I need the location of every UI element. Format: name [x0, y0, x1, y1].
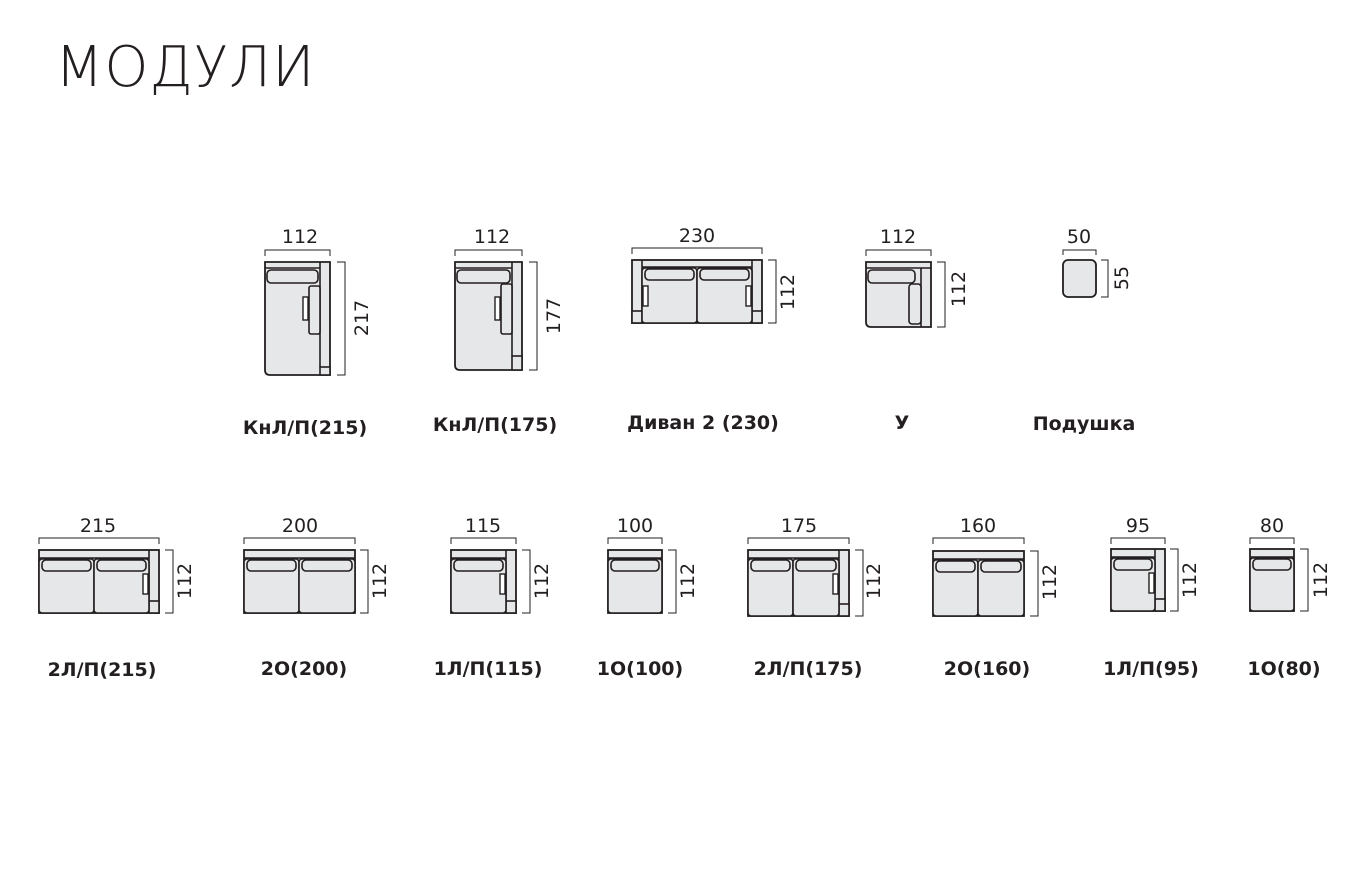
width-dimension: 112 [264, 226, 331, 256]
width-dimension: 230 [631, 225, 763, 254]
width-value: 80 [1260, 515, 1284, 537]
width-value: 112 [880, 226, 916, 248]
module-shape [454, 261, 523, 371]
depth-value: 112 [948, 271, 970, 307]
width-value: 175 [781, 515, 817, 537]
module-label: 1О(80) [1247, 658, 1320, 680]
module-shape [264, 261, 331, 376]
width-dimension: 112 [454, 226, 523, 256]
width-dimension: 115 [450, 515, 517, 544]
module-shape [243, 549, 356, 614]
depth-dimension: 112 [1300, 548, 1332, 612]
module-shape [607, 549, 663, 614]
depth-dimension: 112 [522, 549, 553, 614]
module-label: Подушка [1033, 413, 1136, 435]
module-label: КнЛ/П(175) [433, 414, 557, 436]
module-1lp95: 95 112 1Л/П(95) [1103, 515, 1201, 680]
width-value: 112 [474, 226, 510, 248]
depth-dimension: 112 [768, 259, 799, 324]
width-value: 230 [679, 225, 715, 247]
depth-dimension: 55 [1101, 259, 1133, 298]
width-dimension: 50 [1062, 226, 1097, 255]
module-shape [1062, 259, 1097, 298]
module-label: Диван 2 (230) [627, 412, 779, 434]
width-dimension: 160 [932, 515, 1025, 544]
width-dimension: 200 [243, 515, 356, 544]
depth-value: 112 [531, 563, 553, 599]
module-shape [747, 549, 850, 617]
module-label: У [895, 412, 910, 434]
width-dimension: 112 [865, 226, 932, 256]
depth-dimension: 112 [937, 261, 970, 328]
width-value: 50 [1067, 226, 1091, 248]
module-2o200: 200 112 2О(200) [243, 515, 391, 680]
module-shape [865, 261, 932, 328]
width-value: 215 [80, 515, 116, 537]
width-value: 95 [1126, 515, 1150, 537]
module-label: 2О(160) [944, 658, 1030, 680]
module-u: 112 112 У [865, 226, 970, 434]
width-value: 112 [282, 226, 318, 248]
depth-value: 112 [677, 563, 699, 599]
module-label: 2Л/П(215) [48, 659, 157, 681]
module-knlp175: 112 177 КнЛ/П(175) [433, 226, 565, 436]
depth-dimension: 112 [165, 549, 196, 614]
depth-value: 217 [351, 300, 373, 336]
module-2o160: 160 112 2О(160) [932, 515, 1061, 680]
module-knlp215: 112 217 КнЛ/П(215) [243, 226, 373, 439]
module-shape [450, 549, 517, 614]
module-1o80: 80 112 1О(80) [1247, 515, 1332, 680]
depth-value: 112 [369, 563, 391, 599]
module-2lp215: 215 112 2Л/П(215) [38, 515, 196, 681]
depth-value: 112 [174, 563, 196, 599]
depth-dimension: 217 [337, 261, 373, 376]
module-1o100: 100 112 1О(100) [597, 515, 699, 680]
page-title: МОДУЛИ [55, 35, 316, 100]
module-pillow: 50 55 Подушка [1033, 226, 1136, 435]
module-label: 2Л/П(175) [754, 658, 863, 680]
module-shape [932, 550, 1025, 617]
module-1lp115: 115 112 1Л/П(115) [434, 515, 553, 680]
depth-value: 177 [543, 298, 565, 334]
depth-dimension: 112 [1170, 548, 1201, 612]
module-label: 1О(100) [597, 658, 683, 680]
width-value: 160 [960, 515, 996, 537]
module-shape [1110, 548, 1166, 612]
width-dimension: 95 [1110, 515, 1166, 544]
module-shape [631, 259, 763, 324]
module-label: 2О(200) [261, 658, 347, 680]
depth-dimension: 112 [1030, 550, 1061, 617]
module-label: 1Л/П(95) [1103, 658, 1199, 680]
module-2lp175: 175 112 2Л/П(175) [747, 515, 885, 680]
module-shape [1249, 548, 1295, 612]
depth-value: 112 [863, 563, 885, 599]
depth-dimension: 177 [529, 261, 565, 371]
module-label: 1Л/П(115) [434, 658, 543, 680]
depth-value: 112 [777, 274, 799, 310]
width-dimension: 175 [747, 515, 850, 544]
width-dimension: 215 [38, 515, 160, 544]
width-dimension: 80 [1249, 515, 1295, 544]
width-value: 115 [465, 515, 501, 537]
width-value: 100 [617, 515, 653, 537]
depth-dimension: 112 [360, 549, 391, 614]
module-divan2: 230 112 Диван 2 (230) [627, 225, 799, 434]
module-label: КнЛ/П(215) [243, 417, 367, 439]
depth-dimension: 112 [668, 549, 699, 614]
depth-value: 112 [1039, 564, 1061, 600]
width-value: 200 [282, 515, 318, 537]
depth-value: 112 [1179, 562, 1201, 598]
depth-dimension: 112 [855, 549, 885, 617]
module-shape [38, 549, 160, 614]
depth-value: 112 [1310, 562, 1332, 598]
depth-value: 55 [1111, 266, 1133, 290]
width-dimension: 100 [607, 515, 663, 544]
